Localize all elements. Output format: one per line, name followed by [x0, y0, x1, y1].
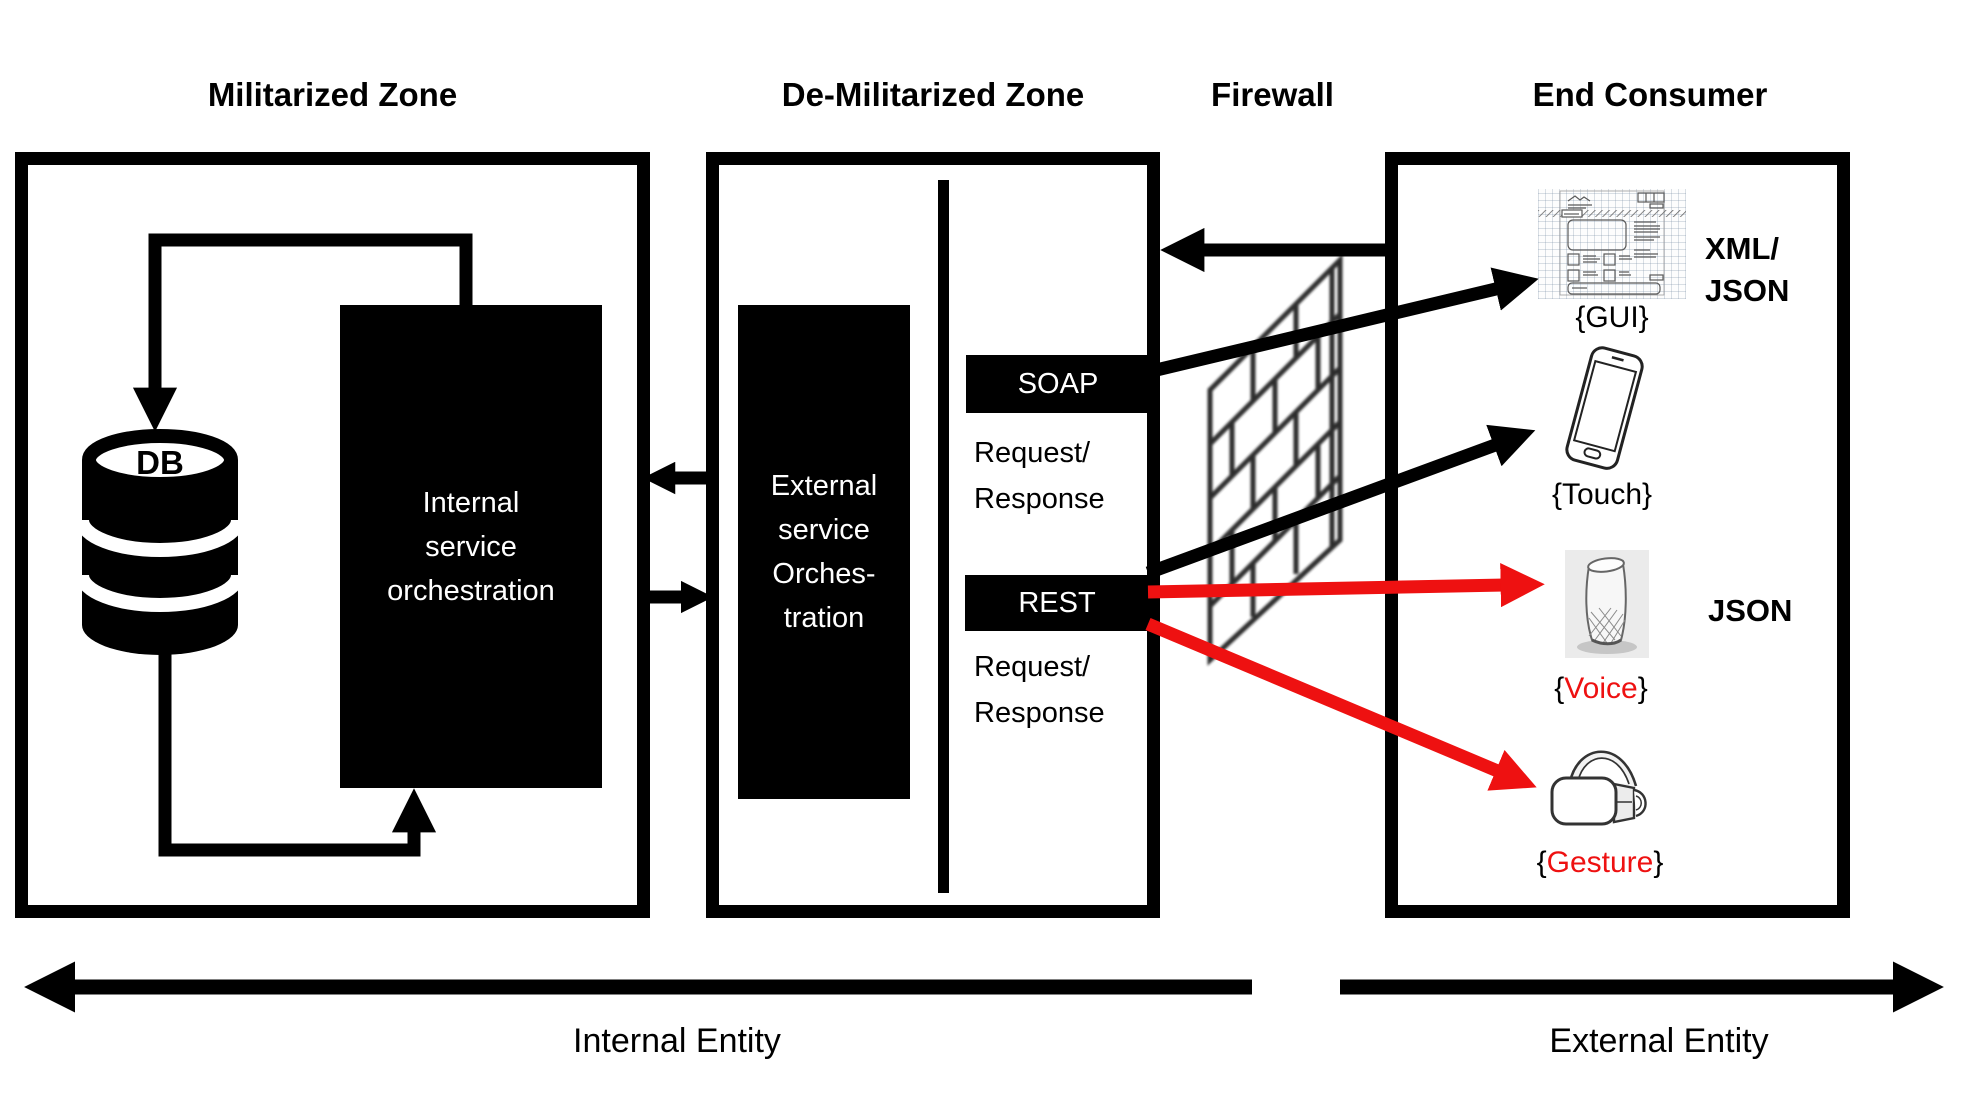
- gesture-label-close-brace: }: [1653, 846, 1664, 879]
- webpage-wireframe-sketch-icon: [1538, 189, 1686, 299]
- rest-label: REST: [1018, 586, 1096, 619]
- militarized-zone-title: Militarized Zone: [207, 76, 458, 113]
- gesture-label-open-brace: {: [1536, 846, 1547, 879]
- external-service-orchestration-box: External service Orches- tration: [738, 305, 910, 799]
- voice-label-open-brace: {: [1554, 672, 1565, 705]
- internal-entity-label: Internal Entity: [573, 1022, 781, 1060]
- gesture-label: {Gesture}: [1500, 846, 1700, 880]
- database-cylinder-icon: [80, 420, 240, 665]
- voice-label-text: Voice: [1564, 672, 1638, 705]
- external-entity-label: External Entity: [1549, 1022, 1769, 1060]
- voice-assistant-sketch-icon: [1565, 550, 1649, 662]
- voice-label-close-brace: }: [1637, 672, 1648, 705]
- dmz-divider-line: [938, 180, 949, 893]
- json-label: JSON: [1708, 593, 1793, 628]
- firewall-title: Firewall: [1211, 76, 1334, 113]
- rest-request-response-label: Request/ Response: [974, 651, 1105, 729]
- internal-service-orchestration-box: Internal service orchestration: [340, 305, 602, 788]
- gui-label: {GUI}: [1575, 301, 1649, 334]
- smartphone-sketch-icon: [1556, 344, 1652, 476]
- soap-label: SOAP: [1017, 367, 1099, 400]
- voice-label: {Voice}: [1501, 672, 1701, 706]
- de-militarized-zone-title: De-Militarized Zone: [781, 76, 1085, 113]
- touch-label: {Touch}: [1551, 478, 1653, 511]
- external-service-orchestration-label: External service Orches- tration: [770, 470, 878, 634]
- soap-box: SOAP: [966, 355, 1150, 413]
- brick-wall-icon: [1207, 253, 1343, 666]
- xml-json-label: XML/ JSON: [1705, 231, 1790, 308]
- soap-request-response-label: Request/ Response: [974, 437, 1105, 515]
- db-label: DB: [136, 444, 184, 481]
- vr-headset-sketch-icon: [1548, 736, 1658, 840]
- rest-box: REST: [965, 575, 1149, 631]
- internal-service-orchestration-label: Internal service orchestration: [387, 486, 555, 607]
- gesture-label-text: Gesture: [1546, 846, 1654, 879]
- end-consumer-title: End Consumer: [1532, 76, 1768, 113]
